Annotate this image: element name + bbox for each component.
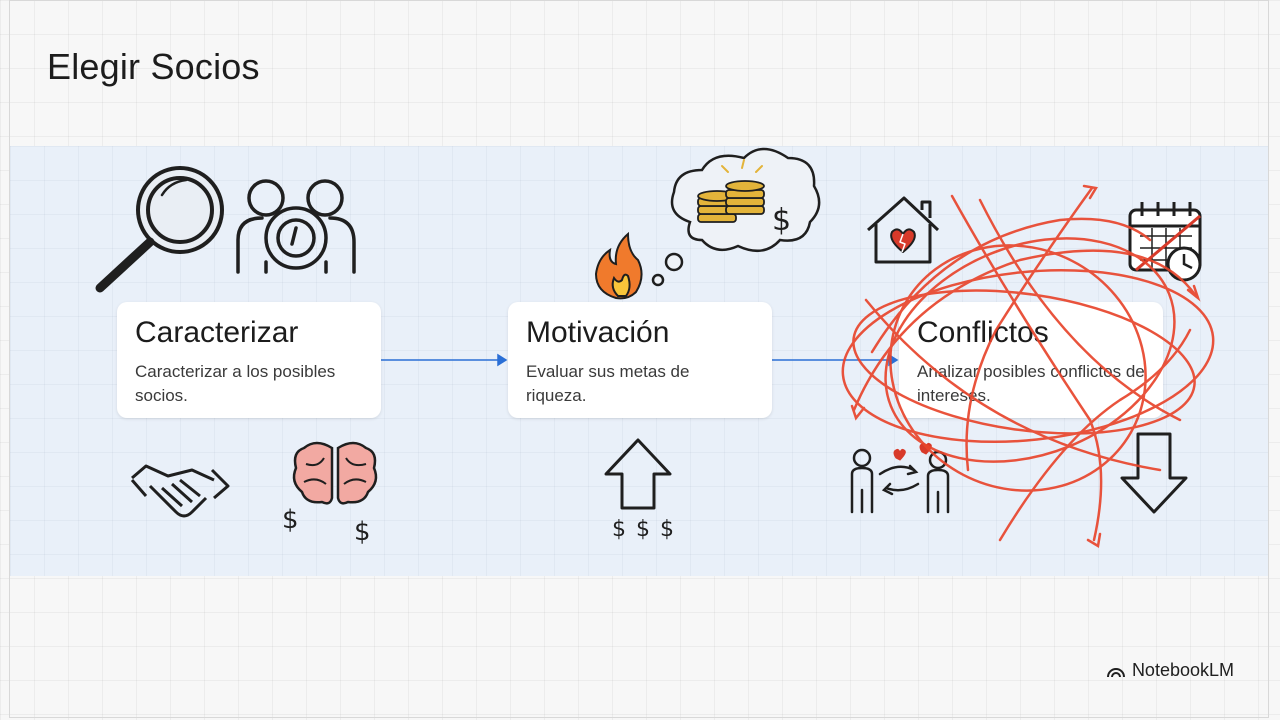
step-description: Caracterizar a los posibles socios. <box>135 362 336 405</box>
notebooklm-logo: NotebookLM <box>1106 660 1234 681</box>
step-card-conflictos: Conflictos Analizar posibles conflictos … <box>899 302 1163 418</box>
step-card-caracterizar: Caracterizar Caracterizar a los posibles… <box>117 302 381 418</box>
step-description: Evaluar sus metas de riqueza. <box>526 362 690 405</box>
step-title: Caracterizar <box>135 316 299 349</box>
brand-label: NotebookLM <box>1131 660 1234 680</box>
notebooklm-icon <box>1106 667 1125 677</box>
step-title: Motivación <box>526 316 670 349</box>
page-title: Elegir Socios <box>47 46 260 87</box>
step-card-motivacion: Motivación Evaluar sus metas de riqueza. <box>508 302 772 418</box>
step-description: Analizar posibles conflictos de interese… <box>917 362 1145 405</box>
step-title: Conflictos <box>917 316 1049 349</box>
